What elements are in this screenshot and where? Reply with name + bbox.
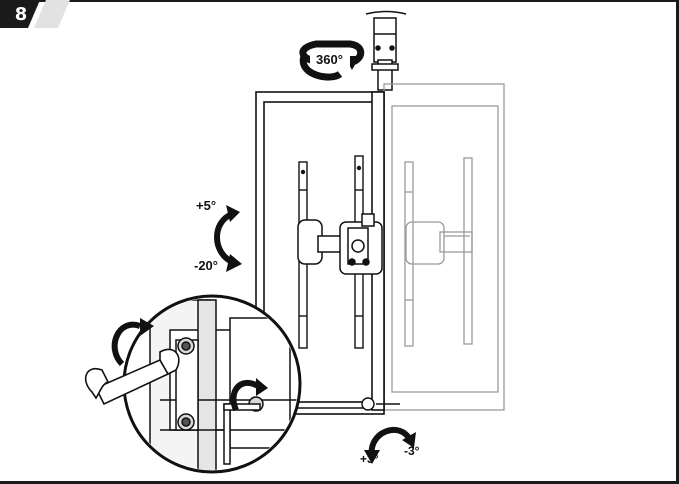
wrench-icon [84, 348, 180, 406]
hex-key-rotate-icon [230, 378, 268, 412]
tilt-arrow-icon [214, 205, 242, 272]
tilt-down-label: -20° [194, 258, 218, 273]
level-pivot [361, 397, 400, 411]
tilt-bracket [297, 213, 383, 275]
ceiling-pole [365, 10, 407, 91]
panel-border-right [676, 0, 679, 484]
hex-key-icon [223, 403, 261, 465]
tv-ghost-position [383, 83, 505, 411]
rotate-360-icon [299, 40, 365, 81]
step-badge [0, 0, 70, 28]
level-positive-label: +3° [360, 452, 379, 466]
panel-border-top [0, 0, 679, 2]
swivel-label: 360° [316, 52, 343, 67]
level-negative-label: -3° [404, 444, 420, 458]
wrench-rotate-icon [111, 318, 154, 367]
panel-border-bottom [0, 481, 679, 484]
step-number: 8 [14, 4, 28, 25]
tilt-up-label: +5° [196, 198, 217, 213]
detail-magnifier [122, 294, 302, 474]
level-adjust-arrow-icon [364, 426, 416, 464]
